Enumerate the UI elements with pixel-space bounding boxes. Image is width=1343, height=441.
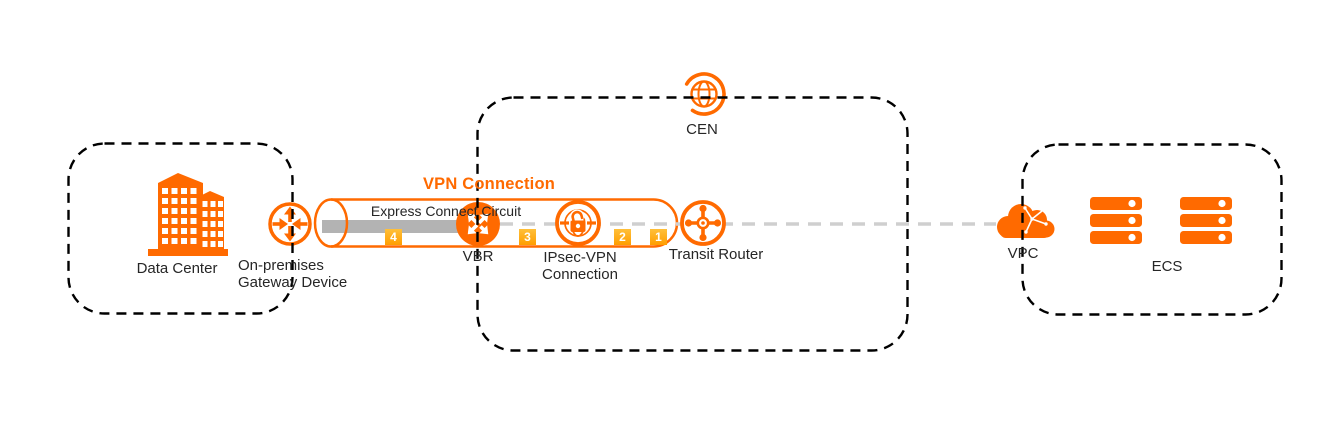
data-center-building-icon [148, 173, 228, 256]
step-badge-3: 3 [519, 229, 536, 245]
transit-router-icon [680, 200, 726, 246]
gateway-router-icon [268, 202, 312, 246]
data-center-label: Data Center [136, 260, 218, 277]
vpn-connection-title: VPN Connection [422, 175, 556, 193]
vpc-label: VPC [1007, 245, 1039, 262]
step-badge-2: 2 [614, 229, 631, 245]
ecs-label: ECS [1151, 258, 1183, 275]
express-connect-label: Express Connect Circuit [370, 203, 522, 219]
vbr-label: VBR [462, 248, 494, 265]
step-badge-4: 4 [385, 229, 402, 245]
gateway-label: On-premises Gateway Device [238, 257, 347, 291]
vpc-cloud-icon [997, 204, 1055, 238]
express-connect-bar [322, 220, 480, 233]
transit-router-label: Transit Router [668, 246, 764, 263]
step-badge-1: 1 [650, 229, 667, 245]
ipsec-vpn-icon [555, 200, 601, 246]
cen-group-box [476, 96, 909, 352]
cen-label: CEN [686, 121, 718, 138]
vpc-group-box [1021, 143, 1283, 316]
gateway-label-line1: On-premises [238, 257, 324, 274]
ipsec-label-line2: Connection [542, 266, 618, 283]
ipsec-label-line1: IPsec-VPN [543, 249, 617, 266]
ipsec-label: IPsec-VPN Connection [542, 249, 618, 283]
vpn-tunnel-left-opening [313, 198, 349, 248]
ecs-servers-icon [1090, 197, 1232, 244]
data-center-group-box [67, 142, 294, 315]
gateway-label-line2: Gateway Device [238, 274, 348, 291]
cen-icon [684, 72, 726, 116]
